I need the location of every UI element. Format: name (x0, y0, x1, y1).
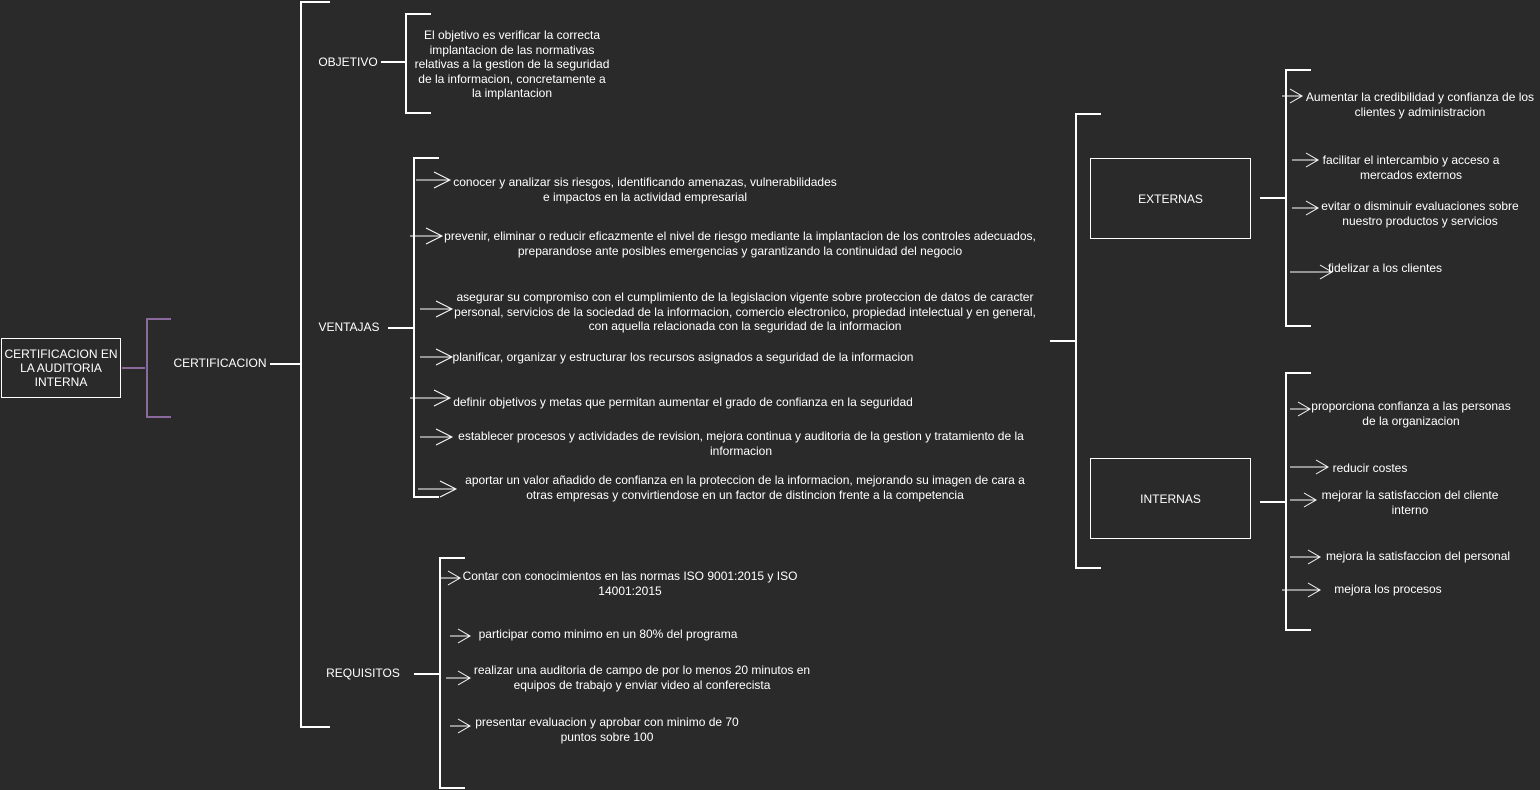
externa-item: fidelizar a los clientes (1327, 261, 1443, 275)
ventaja-item: prevenir, eliminar o reducir eficazmente… (444, 229, 1036, 258)
ventaja-item: conocer y analizar sis riesgos, identifi… (453, 175, 837, 204)
requisito-item: participar como minimo en un 80% del pro… (478, 627, 738, 641)
requisitos-arrow-1 (440, 570, 461, 586)
interna-item: mejorar la satisfaccion del cliente inte… (1321, 488, 1499, 517)
externas-arrow-1 (1282, 88, 1303, 104)
objetivo-text: El objetivo es verificar la correcta imp… (414, 28, 610, 100)
externas-brace (1260, 69, 1311, 327)
externas-arrow-4 (1290, 264, 1333, 280)
objetivo-label: OBJETIVO (318, 55, 378, 69)
externas-arrow-2 (1292, 152, 1319, 168)
ventajas-arrow-7 (418, 480, 458, 498)
externa-item: evitar o disminuir evaluaciones sobre nu… (1321, 199, 1519, 228)
requisito-item: presentar evaluacion y aprobar con minim… (475, 715, 739, 744)
internas-label: INTERNAS (1140, 491, 1201, 506)
interna-item: reducir costes (1332, 461, 1408, 475)
ventajas-arrow-6 (420, 428, 454, 446)
ventajas-arrow-3 (420, 300, 454, 318)
certificacion-brace (270, 1, 330, 728)
ventaja-item: aportar un valor añadido de confianza en… (465, 473, 1025, 502)
requisitos-label: REQUISITOS (326, 666, 400, 680)
interna-item: mejora los procesos (1334, 582, 1442, 596)
ventajas-arrow-4 (420, 348, 454, 366)
ventaja-item: definir objetivos y metas que permitan a… (453, 395, 913, 409)
requisito-item: realizar una auditoria de campo de por l… (473, 663, 811, 692)
ventajas-arrow-2 (410, 227, 444, 245)
externas-label: EXTERNAS (1138, 191, 1203, 206)
internas-arrow-5 (1282, 582, 1321, 598)
interna-item: mejora la satisfaccion del personal (1325, 549, 1511, 563)
requisito-item: Contar con conocimientos en las normas I… (462, 569, 798, 598)
certificacion-label: CERTIFICACION (173, 356, 267, 370)
ventaja-item: planificar, organizar y estructurar los … (452, 350, 914, 364)
ventaja-item: establecer procesos y actividades de rev… (458, 429, 1024, 458)
requisitos-arrow-3 (446, 670, 471, 686)
requisitos-brace (414, 557, 465, 789)
internas-arrow-4 (1290, 549, 1321, 565)
externas-arrow-3 (1292, 200, 1319, 216)
ventajas-arrow-1 (416, 171, 452, 189)
objetivo-brace (381, 13, 431, 114)
ventaja-item: asegurar su compromiso con el cumplimien… (454, 290, 1036, 333)
externa-item: facilitar el intercambio y acceso a merc… (1322, 153, 1500, 182)
ventajas-label: VENTAJAS (318, 320, 380, 334)
interna-item: proporciona confianza a las personas de … (1311, 399, 1511, 428)
internas-brace (1260, 372, 1311, 631)
beneficios-brace (1050, 113, 1101, 569)
internas-node: INTERNAS (1090, 458, 1251, 539)
ventajas-brace (388, 157, 439, 498)
root-node: CERTIFICACION EN LA AUDITORIA INTERNA (1, 338, 121, 398)
root-label: CERTIFICACION EN LA AUDITORIA INTERNA (4, 347, 118, 389)
internas-arrow-3 (1290, 492, 1317, 508)
internas-arrow-2 (1290, 459, 1329, 475)
externa-item: Aumentar la credibilidad y confianza de … (1305, 90, 1535, 119)
ventajas-arrow-5 (410, 389, 452, 407)
root-brace (122, 318, 171, 418)
internas-arrow-1 (1290, 401, 1311, 417)
requisitos-arrow-2 (450, 628, 471, 644)
requisitos-arrow-4 (450, 718, 471, 734)
externas-node: EXTERNAS (1090, 158, 1251, 239)
